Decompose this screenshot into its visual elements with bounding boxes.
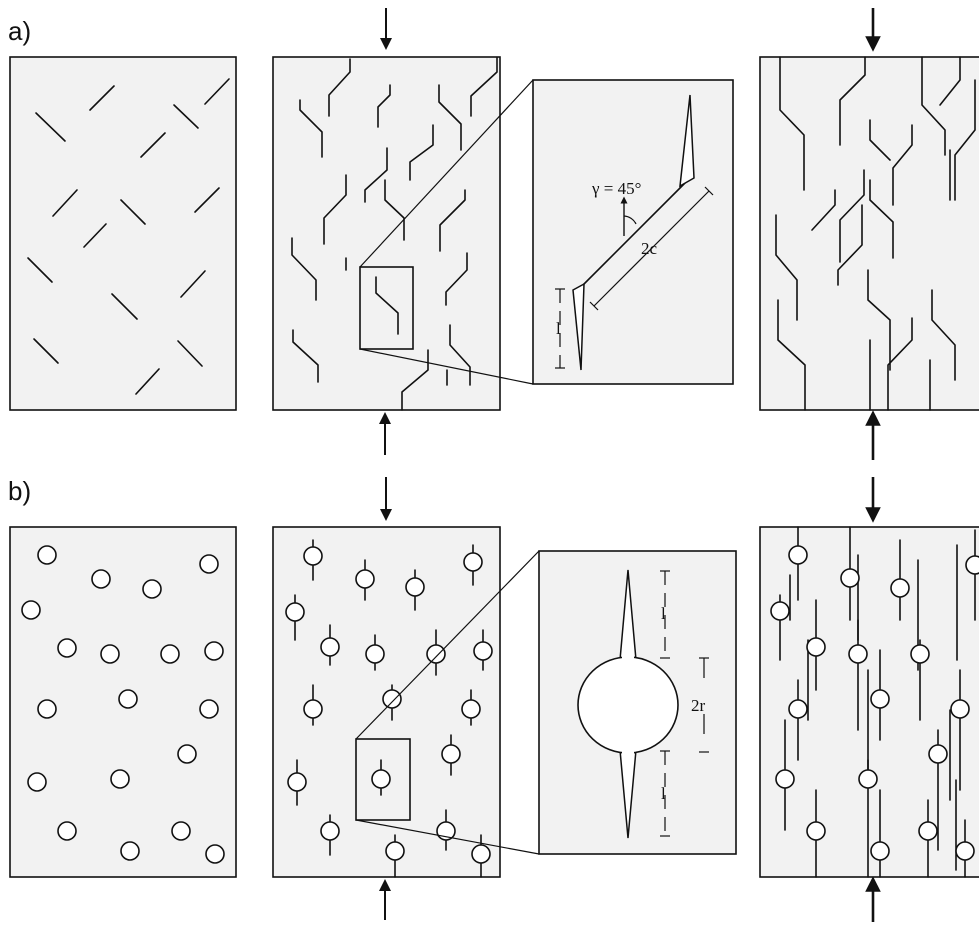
zoom-b-l-top-label: l: [661, 604, 666, 623]
panel-a2-wing-cracks: [272, 56, 501, 411]
zoom-a-upper-wing-crack: [679, 94, 695, 188]
zoom-a-2c-label: 2c: [641, 239, 658, 258]
panel-b2-zoom-box: [355, 738, 411, 821]
zoom-connector-b-bottom: [355, 819, 540, 855]
zoom-a-2c-tick-low: [589, 301, 599, 311]
panel-a1-box: [9, 56, 237, 411]
zoom-a-angle-arc: [623, 215, 637, 225]
zoom-a-lower-wing-crack: [572, 282, 585, 371]
panel-b2-pores: [285, 546, 493, 864]
panel-b2-pore-cracks: [272, 526, 501, 878]
row-label-b: b): [8, 476, 31, 506]
zoom-b-l-bottom-label: l: [661, 784, 666, 803]
panel-a2-cracks: [291, 57, 498, 411]
panel-a4-coalesced-cracks: [759, 56, 979, 411]
panel-b1-initial-pores: [9, 526, 237, 878]
zoom-a-2c-tick-high: [704, 186, 714, 196]
panel-b4-pores: [770, 545, 979, 861]
zoom-a-initial-flaw: [577, 181, 687, 291]
zoom-connector-b-top: [355, 550, 540, 740]
zoom-a-l-label: l: [556, 319, 561, 338]
zoom-a-2c-dimension: [593, 190, 710, 307]
zoom-b-pore-crack-detail: l l 2r: [538, 550, 737, 855]
zoom-a-box: [532, 79, 734, 385]
panel-a2-zoom-box: [359, 266, 414, 350]
panel-b1-pores: [21, 545, 225, 864]
zoom-a-gamma-label: γ = 45°: [591, 179, 641, 198]
panel-a4-cracks: [775, 56, 976, 411]
zoom-b-2r-label: 2r: [691, 696, 706, 715]
panel-a1-initial-flaws: [9, 56, 237, 411]
row-label-a: a): [8, 16, 31, 46]
panel-a2-box: [272, 56, 501, 411]
zoom-a-sliding-crack-detail: γ = 45° 2c l: [532, 79, 734, 385]
zoom-b-pore-neck-fill: [622, 652, 634, 758]
panel-a2-zoomed-crack: [375, 276, 399, 335]
zoom-connector-a-bottom: [359, 348, 534, 385]
panel-b4-coalesced-pore-cracks: [759, 526, 979, 878]
zoom-connector-a-top: [359, 79, 534, 268]
panel-a1-flaws: [27, 78, 230, 395]
